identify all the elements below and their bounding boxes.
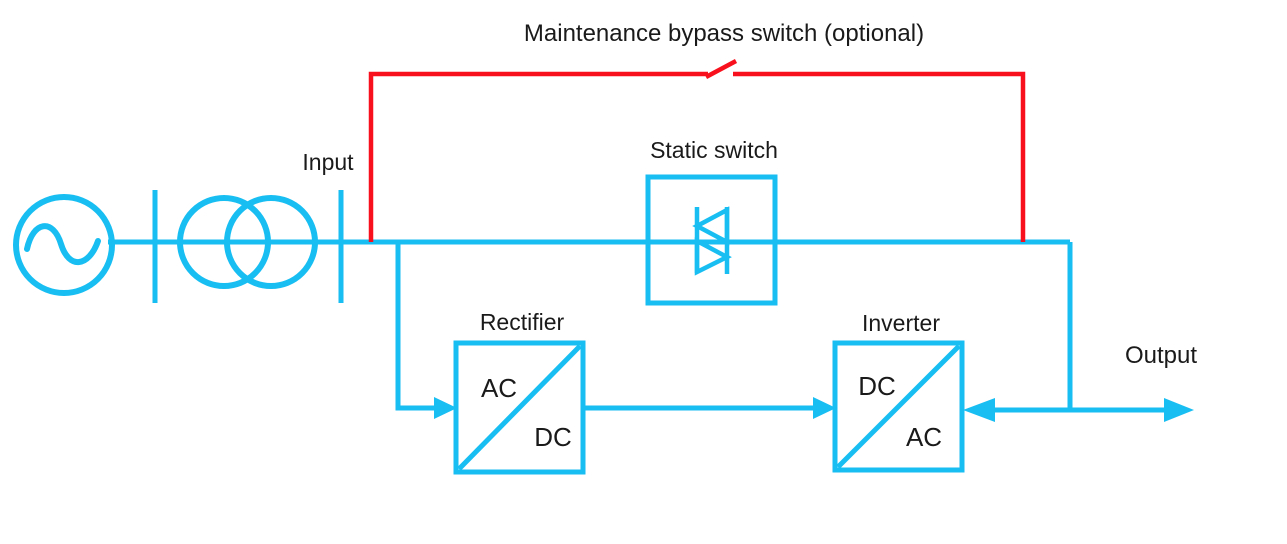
inverter-diagonal: [836, 344, 961, 469]
inverter-input-arrow-icon: [813, 397, 836, 419]
inverter-box: [832, 340, 965, 473]
sine-wave-icon: [24, 223, 101, 265]
bypass-line-left: [368, 71, 708, 242]
triac-upper-triangle: [692, 206, 730, 246]
transformer-primary-circle: [177, 195, 271, 289]
bypass-switch-blade-icon: [704, 59, 738, 79]
rectifier-block: AC DC: [453, 340, 586, 475]
triac-lower-triangle: [694, 237, 732, 276]
inverter-ac-label: AC: [906, 422, 942, 452]
ac-source-circle: [13, 194, 115, 296]
triac-icon: [692, 206, 732, 276]
bypass-line-right: [733, 71, 1026, 242]
diagram-title: Maintenance bypass switch (optional): [524, 20, 924, 47]
static-switch-box: [645, 174, 778, 306]
inverter-block: DC AC: [832, 340, 965, 473]
input-label: Input: [302, 149, 354, 175]
static-switch-label: Static switch: [650, 137, 778, 163]
inverter-dc-label: DC: [858, 371, 896, 401]
rectifier-dc-label: DC: [534, 422, 572, 452]
rectifier-ac-label: AC: [481, 373, 517, 403]
output-label: Output: [1125, 342, 1197, 369]
rectifier-diagonal: [457, 344, 582, 471]
transformer-icon: [177, 195, 318, 289]
rectifier-label: Rectifier: [480, 309, 565, 335]
output-arrow-icon: [1164, 398, 1194, 422]
ac-source-icon: [13, 194, 115, 296]
rectifier-input-arrow-icon: [434, 397, 457, 419]
inverter-output-arrow-icon: [963, 398, 995, 422]
inverter-label: Inverter: [862, 310, 940, 336]
transformer-secondary-circle: [224, 195, 318, 289]
rectifier-feed-line: [395, 242, 435, 411]
